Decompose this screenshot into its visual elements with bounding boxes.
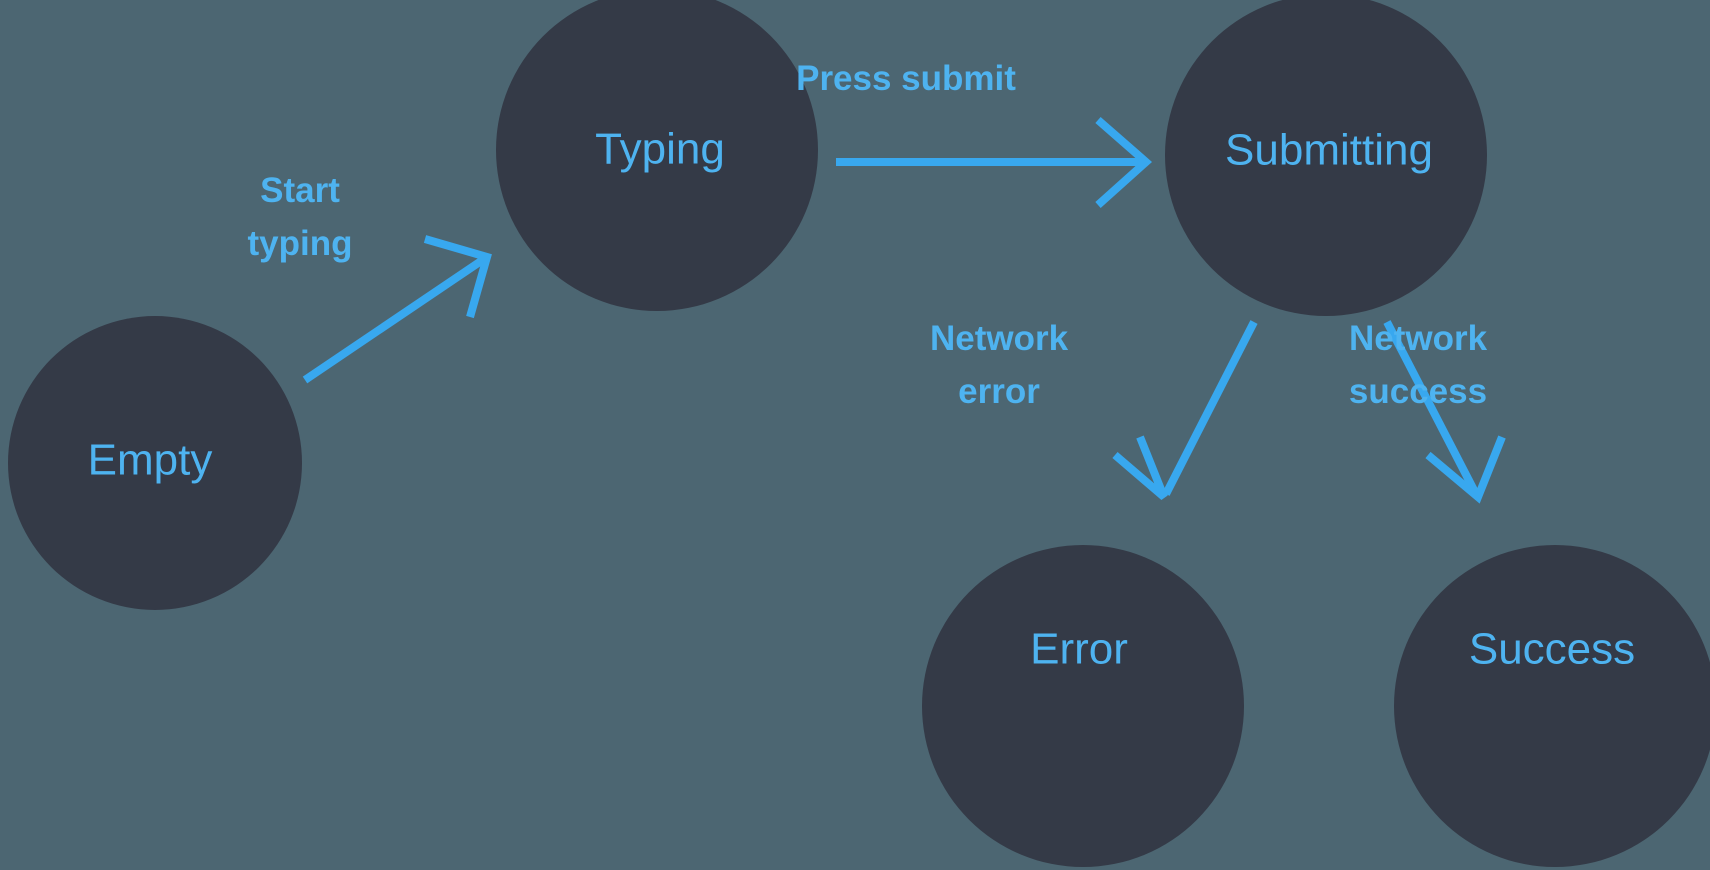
transition-label-network-success: Network success bbox=[1349, 319, 1488, 411]
state-node-error[interactable]: Error bbox=[922, 545, 1244, 867]
state-node-error-circle bbox=[922, 545, 1244, 867]
transition-start-typing[interactable] bbox=[302, 235, 492, 384]
state-node-submitting[interactable]: Submitting bbox=[1165, 0, 1487, 316]
transition-label-network-error: Network error bbox=[930, 319, 1069, 411]
state-node-submitting-circle bbox=[1165, 0, 1487, 316]
state-node-typing-circle bbox=[496, 0, 818, 311]
state-node-empty-circle bbox=[8, 316, 302, 610]
state-node-submitting-label: Submitting bbox=[1225, 126, 1433, 175]
transition-label-line: success bbox=[1349, 372, 1487, 411]
transition-network-error-line bbox=[1162, 320, 1258, 496]
transition-network-success-arrowhead bbox=[1425, 435, 1506, 504]
transition-label-line: Press submit bbox=[796, 59, 1016, 98]
transition-start-typing-line bbox=[302, 253, 490, 384]
transition-label-line: typing bbox=[248, 224, 353, 263]
transition-start-typing-arrowhead bbox=[423, 235, 492, 319]
transition-network-error[interactable] bbox=[1112, 320, 1258, 501]
state-node-empty-label: Empty bbox=[88, 436, 213, 485]
state-node-empty[interactable]: Empty bbox=[8, 316, 302, 610]
transition-network-success-line bbox=[1383, 320, 1480, 496]
transition-label-line: Start bbox=[260, 171, 340, 210]
transition-label-line: error bbox=[958, 372, 1040, 411]
state-node-error-label: Error bbox=[1030, 625, 1128, 674]
transition-network-error-arrowhead bbox=[1112, 435, 1168, 501]
transition-press-submit-arrowhead bbox=[1095, 116, 1153, 208]
transition-label-line: Network bbox=[930, 319, 1069, 358]
transition-network-success[interactable] bbox=[1383, 320, 1506, 504]
transition-press-submit[interactable] bbox=[836, 116, 1153, 208]
state-node-typing[interactable]: Typing bbox=[496, 0, 818, 311]
state-node-success-circle bbox=[1394, 545, 1710, 867]
transition-label-line: Network bbox=[1349, 319, 1488, 358]
transition-label-start-typing: Start typing bbox=[248, 171, 353, 263]
state-node-success-label: Success bbox=[1469, 625, 1635, 674]
state-node-success[interactable]: Success bbox=[1394, 545, 1710, 867]
state-node-typing-label: Typing bbox=[595, 125, 725, 174]
transition-label-press-submit: Press submit bbox=[796, 59, 1016, 98]
